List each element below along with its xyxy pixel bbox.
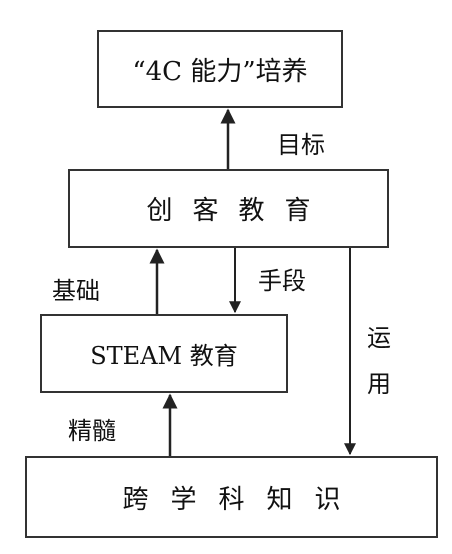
maker-education-box-text: 创客教育 [146, 196, 331, 226]
cross-disciplinary-box-text: 跨学科知识 [122, 484, 363, 515]
maker-education-box: 创客教育 [68, 169, 389, 248]
steam-education-box-text: STEAM 教育 [90, 342, 238, 370]
capability-box-text: “4C 能力”培养 [132, 56, 308, 87]
use-label: 运用 [367, 324, 391, 398]
steam-education-box: STEAM 教育 [40, 314, 288, 393]
cross-disciplinary-box: 跨学科知识 [25, 456, 438, 538]
means-label: 手段 [258, 267, 306, 295]
base-label: 基础 [52, 277, 100, 305]
essence-label: 精髓 [68, 417, 116, 445]
capability-box: “4C 能力”培养 [97, 30, 343, 108]
goal-label: 目标 [277, 131, 325, 159]
